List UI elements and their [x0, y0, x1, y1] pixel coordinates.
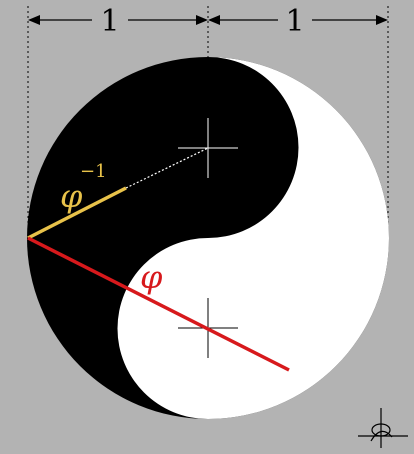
dotted-extension-line — [125, 147, 209, 189]
golden-ratio-segments: φ −1 φ — [27, 147, 290, 372]
phi-label: φ — [140, 258, 163, 296]
phi-inverse-exponent: −1 — [80, 161, 107, 182]
logo-swirl — [370, 430, 393, 442]
logo-ring — [371, 423, 391, 437]
phi-inverse-segment — [27, 186, 127, 240]
right-dimension-label: 1 — [285, 4, 304, 39]
dimension-bar: 1 1 — [28, 4, 388, 39]
phi-inverse-label: φ — [60, 177, 83, 215]
center-right-arrow-head — [208, 15, 220, 25]
yin-yang-symbol — [27, 57, 390, 419]
center-left-arrow-head — [196, 15, 208, 25]
phi-cross-logo-icon — [358, 408, 408, 448]
left-dimension-label: 1 — [100, 4, 119, 39]
left-arrow-head — [28, 15, 40, 25]
right-arrow-head — [376, 15, 388, 25]
phi-segment — [27, 236, 290, 372]
